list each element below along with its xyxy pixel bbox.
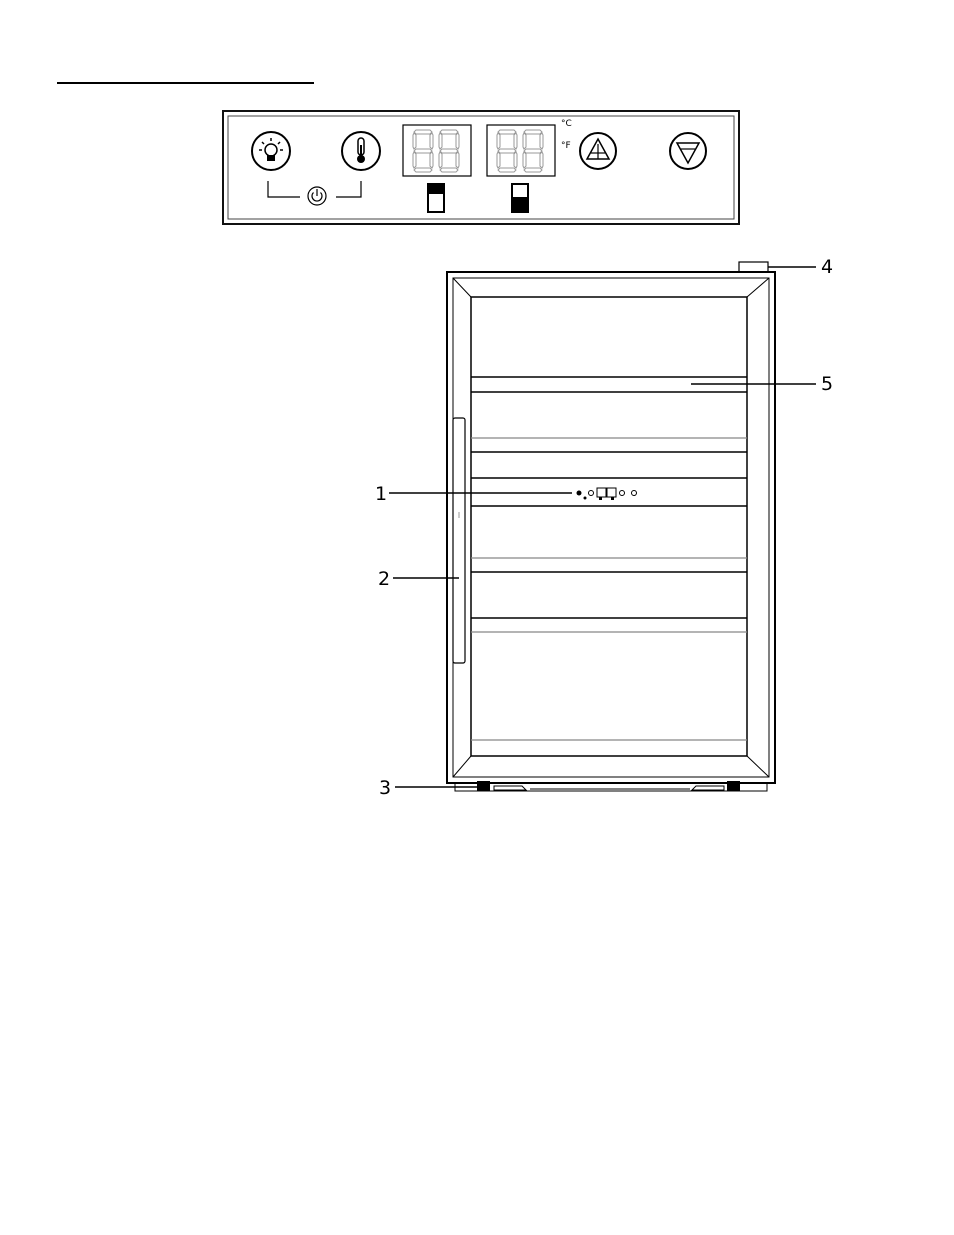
power-icon <box>308 187 326 205</box>
fahrenheit-label: °F <box>561 142 571 151</box>
callout-5: 5 <box>821 375 833 394</box>
light-bulb-icon <box>259 138 283 161</box>
temperature-up-button[interactable] <box>580 133 616 169</box>
door-frame-outer <box>447 272 775 783</box>
glass-panel <box>471 297 747 756</box>
callout-1: 1 <box>375 485 387 504</box>
top-hinge <box>739 262 768 272</box>
door-frame-inner <box>453 278 769 777</box>
right-zone-display <box>487 125 555 176</box>
celsius-label: °C <box>561 120 572 129</box>
left-zone-display <box>403 125 471 176</box>
base-and-leveling-feet <box>447 781 775 791</box>
control-panel <box>223 111 739 224</box>
door-control-panel <box>577 488 637 500</box>
light-button[interactable] <box>252 132 290 170</box>
shelves <box>471 377 747 740</box>
up-arrow-icon <box>587 139 609 159</box>
zone-indicator-icon-right <box>512 184 528 212</box>
thermometer-icon <box>357 138 365 163</box>
power-combination-indicator <box>268 181 361 205</box>
wine-cooler-front-view <box>447 262 775 791</box>
temperature-down-button[interactable] <box>670 133 706 169</box>
callout-4: 4 <box>821 258 833 277</box>
door-handle <box>453 418 465 663</box>
zone-indicator-icon <box>428 184 444 212</box>
down-arrow-icon <box>677 143 699 163</box>
callout-2: 2 <box>378 570 390 589</box>
temperature-button[interactable] <box>342 132 380 170</box>
callout-3: 3 <box>379 779 391 798</box>
